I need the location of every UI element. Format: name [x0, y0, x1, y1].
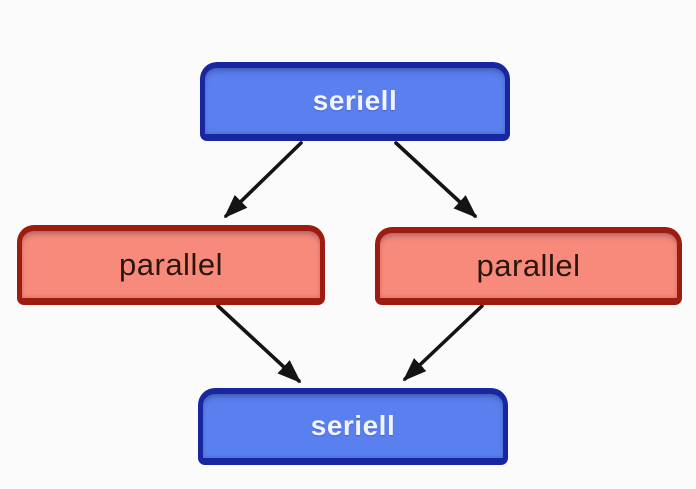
node-seriell-bottom: seriell — [198, 388, 508, 465]
node-parallel-left-label: parallel — [119, 246, 223, 282]
node-seriell-top: seriell — [200, 62, 510, 141]
arrow-parallel-left-to-seriell-bottom — [216, 304, 302, 384]
node-seriell-top-label: seriell — [312, 85, 398, 116]
node-parallel-right-label: parallel — [476, 247, 581, 283]
arrow-seriell-top-to-parallel-right — [394, 141, 478, 219]
arrow-seriell-top-to-parallel-left — [223, 141, 303, 219]
node-parallel-left: parallel — [17, 225, 325, 305]
arrow-parallel-right-to-seriell-bottom — [402, 304, 484, 382]
node-seriell-bottom-label: seriell — [310, 410, 396, 441]
node-parallel-right: parallel — [375, 227, 682, 305]
